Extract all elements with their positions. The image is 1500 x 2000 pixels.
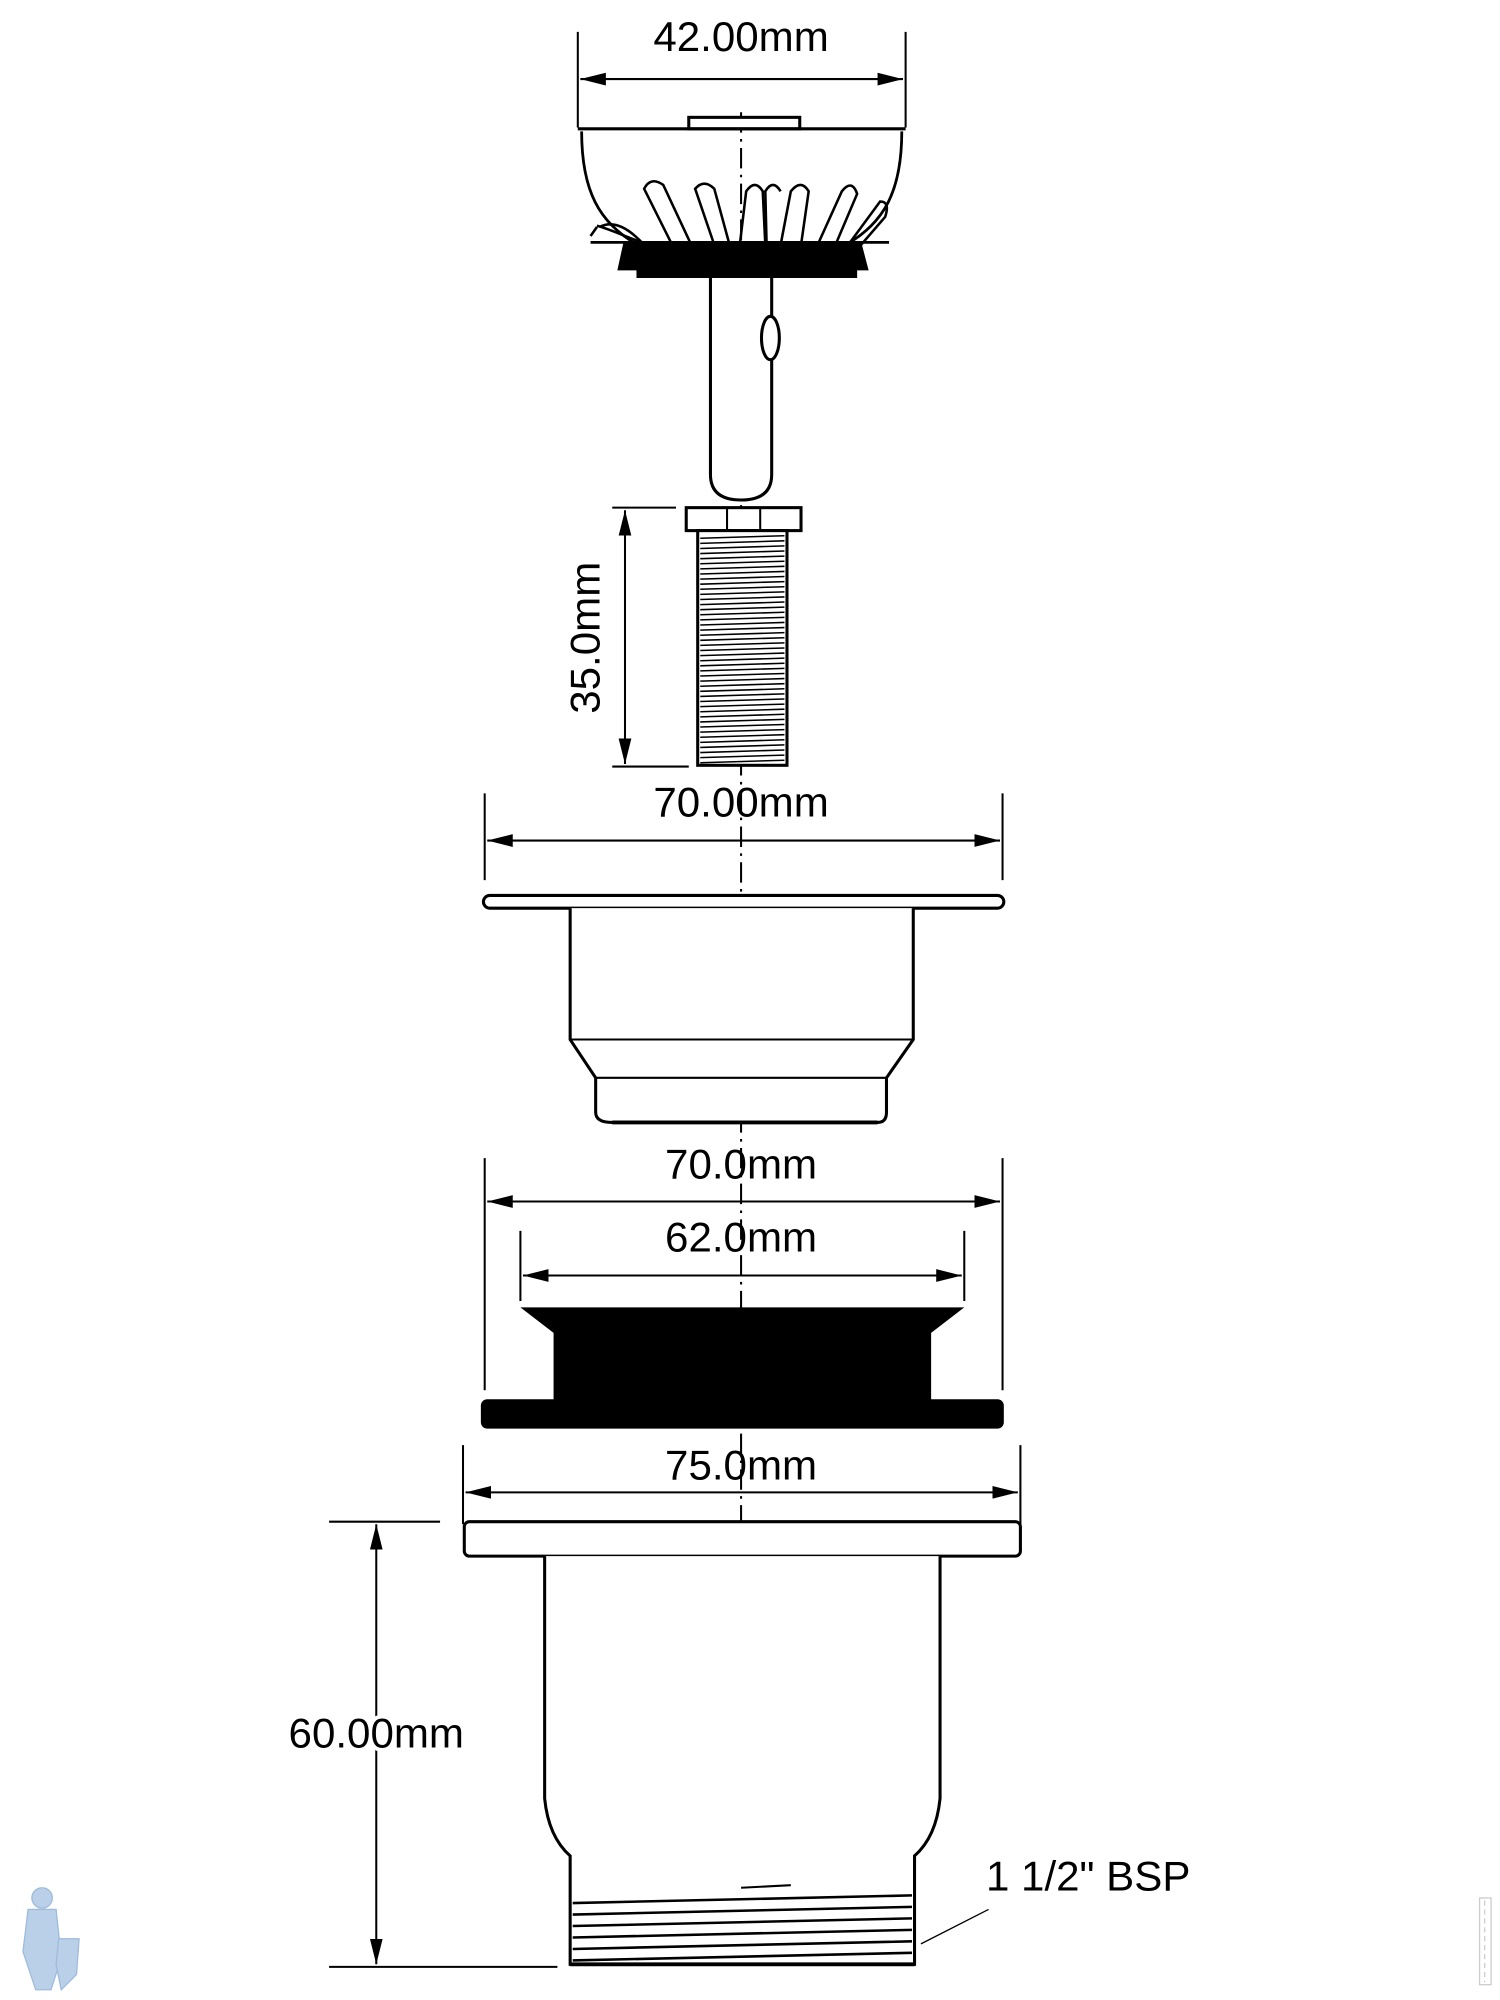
dimension-label: 62.0mm: [665, 1213, 817, 1260]
thread-line: [700, 682, 785, 687]
thread-line: [700, 596, 785, 601]
dimension-basket-width: 42.00mm: [576, 13, 907, 128]
thread-line: [700, 585, 785, 591]
thread-line: [700, 744, 785, 749]
thread-line: [700, 667, 785, 672]
dimension-label: 42.00mm: [653, 13, 828, 60]
thread-line: [700, 657, 785, 662]
thread-line: [572, 1951, 913, 1962]
plumber-logo-icon: [22, 1887, 80, 1992]
thread-line: [700, 565, 785, 570]
dimension-label: 35.0mm: [561, 562, 608, 714]
thread-label: 1 1/2" BSP: [986, 1852, 1190, 1899]
dimension-gasket-outer: 70.0mm: [483, 1141, 1004, 1391]
thread-line: [572, 1917, 913, 1928]
thread-line: [700, 703, 785, 708]
thread-line: [700, 723, 785, 728]
thread-line: [700, 713, 785, 718]
dimension-strainer-flange: 70.00mm: [483, 778, 1004, 881]
dimension-body-height: 60.00mm: [285, 1520, 558, 1968]
thread-line: [700, 754, 785, 759]
thread-line: [700, 580, 785, 585]
thread-line: [700, 733, 785, 739]
thread-line: [700, 739, 785, 744]
thread-line: [700, 555, 785, 560]
thread-line: [700, 621, 785, 626]
thread-callout: 1 1/2" BSP: [920, 1852, 1190, 1945]
thread-line: [700, 642, 785, 647]
dimension-gasket-inner: 62.0mm: [519, 1213, 966, 1302]
waste-body: [462, 1520, 1022, 1967]
thread-line: [700, 693, 785, 698]
thread-line: [700, 534, 785, 540]
thread-line: [572, 1928, 913, 1939]
thread-line: [700, 606, 785, 611]
thread-line: [700, 749, 785, 754]
thread-line: [700, 718, 785, 723]
thread-line: [700, 677, 785, 682]
thread-line: [572, 1894, 913, 1905]
watermark: [1478, 1897, 1492, 1986]
thread-line: [700, 759, 785, 764]
thread-line: [572, 1940, 913, 1951]
strainer-body: [481, 893, 1006, 1125]
thread-line: [572, 1905, 913, 1916]
thread-line: [700, 550, 785, 555]
thread-line: [700, 631, 785, 636]
dimension-body-flange: 75.0mm: [461, 1442, 1022, 1525]
thread-line: [700, 688, 785, 693]
thread-line: [700, 601, 785, 606]
thread-line: [700, 616, 785, 621]
basket-gasket: [617, 241, 869, 279]
thread-line: [700, 662, 785, 667]
thread-line: [700, 636, 785, 642]
thread-line: [700, 708, 785, 713]
thread-line: [700, 560, 785, 565]
thread-line: [700, 626, 785, 631]
dimension-bolt-length: 35.0mm: [561, 506, 689, 768]
thread-line: [700, 698, 785, 703]
thread-line: [700, 591, 785, 596]
rubber-gasket: [480, 1307, 1004, 1429]
thread-line: [700, 611, 785, 616]
threaded-bolt: [684, 506, 803, 767]
thread-line: [700, 728, 785, 733]
basket-strainer: [577, 115, 906, 502]
dimension-label: 60.00mm: [289, 1709, 464, 1756]
dimension-label: 75.0mm: [665, 1442, 817, 1489]
thread-line: [700, 540, 785, 545]
thread-line: [700, 575, 785, 580]
thread-line: [700, 545, 785, 550]
dimension-label: 70.00mm: [653, 778, 828, 825]
dimension-label: 70.0mm: [665, 1141, 817, 1188]
thread-line: [700, 570, 785, 575]
thread-line: [700, 647, 785, 652]
thread-line: [700, 672, 785, 677]
thread-line: [700, 652, 785, 657]
